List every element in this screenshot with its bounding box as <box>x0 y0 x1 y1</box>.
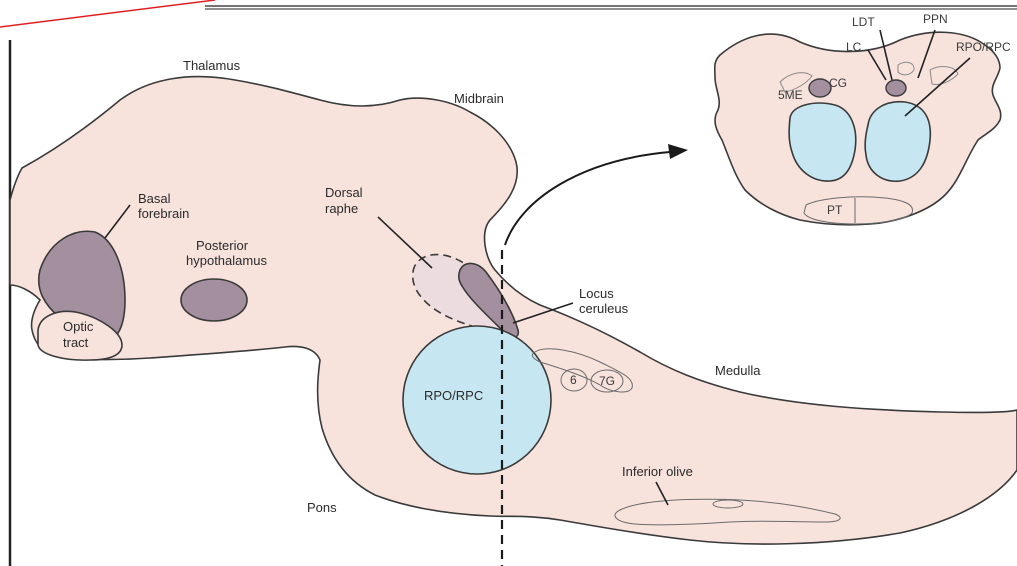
inset-label-5me: 5ME <box>778 88 803 102</box>
label-medulla: Medulla <box>715 363 761 378</box>
label-dorsal-raphe-line2: raphe <box>325 201 358 216</box>
label-posterior-hypothalamus-line1: Posterior <box>196 238 249 253</box>
inset-label-rpo-rpc: RPO/RPC <box>956 40 1011 54</box>
inset-label-lc: LC <box>846 40 862 54</box>
inset-lc-nucleus <box>886 80 906 96</box>
red-annotation-line <box>0 0 215 27</box>
label-inferior-olive: Inferior olive <box>622 464 693 479</box>
label-dorsal-raphe-line1: Dorsal <box>325 185 363 200</box>
label-thalamus: Thalamus <box>183 58 241 73</box>
label-optic-tract-line1: Optic <box>63 319 94 334</box>
label-pons: Pons <box>307 500 337 515</box>
label-7g: 7G <box>599 374 615 388</box>
arrow-head <box>668 144 688 159</box>
inset-rpo-right <box>865 102 930 181</box>
inset-cg-nucleus <box>809 79 831 97</box>
label-basal-forebrain-line1: Basal <box>138 191 171 206</box>
label-basal-forebrain-line2: forebrain <box>138 206 189 221</box>
label-midbrain: Midbrain <box>454 91 504 106</box>
inset-label-cg: CG <box>829 76 847 90</box>
label-locus-ceruleus-line1: Locus <box>579 286 614 301</box>
label-rpo-rpc: RPO/RPC <box>424 388 483 403</box>
label-optic-tract-line2: tract <box>63 335 89 350</box>
curved-arrow <box>505 152 670 245</box>
inset-label-ldt: LDT <box>852 15 875 29</box>
inset-label-ppn: PPN <box>923 12 948 26</box>
label-posterior-hypothalamus-line2: hypothalamus <box>186 253 267 268</box>
inset-label-pt: PT <box>827 203 843 217</box>
posterior-hypothalamus-nucleus <box>181 279 247 321</box>
label-6: 6 <box>570 373 577 387</box>
label-locus-ceruleus-line2: ceruleus <box>579 301 629 316</box>
inset-cross-section <box>715 32 1001 225</box>
